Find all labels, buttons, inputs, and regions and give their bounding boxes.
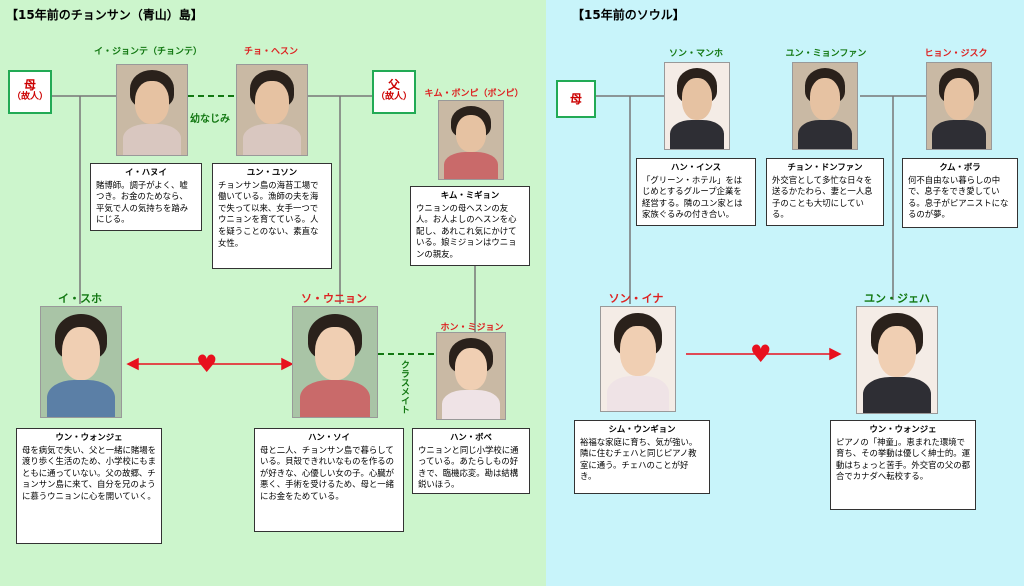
text-myonghwan: 外交官として多忙な日々を送るかたわら、妻と一人息子のことも大切にしている。 [772,174,873,220]
actor-manho: ハン・インス [670,162,722,172]
photo-manho [664,62,730,150]
photo-myonghwan [792,62,858,150]
father-box-left: 父 （故人） [372,70,416,114]
name-manho: ソン・マンホ [668,49,723,59]
text-isuho: 母を病気で失い、父と一緒に賭場を渡り歩く生活のため、小学校にもまともに通っていな… [22,444,156,501]
photo-eunyoung [292,306,378,418]
childhood-friend-label: 幼なじみ [190,114,230,125]
heart-icon-right: ♥ [750,340,772,368]
mother-label-right: 母 [569,92,582,106]
left-section-title: 【15年前のチョンサン（青山）島】 [6,8,203,22]
name-eunyoung: ソ・ウニョン [301,292,367,305]
desc-jisuk: クム・ボラ 何不自由ない暮らしの中で、息子をでき愛している。息子がピアニストにな… [902,158,1018,228]
desc-myonghwan: チョン・ドンファン 外交官として多忙な日々を送るかたわら、妻と一人息子のことも大… [766,158,884,226]
actor-myonghwan: チョン・ドンファン [787,162,863,172]
father-sublabel: （故人） [375,92,412,102]
text-eunyoung: 母と二人、チョンサン島で暮らしている。貝殻できれいなものを作るのが好きな、心優し… [260,444,394,501]
actor-bongpi: キム・ミギョン [440,190,500,200]
name-ina: ソン・イナ [608,292,664,305]
desc-ina: シム・ウンギョン 裕福な家庭に育ち、気が強い。隣に住むチェハと同じピアノ教室に通… [574,420,710,494]
heart-icon: ♥ [196,350,218,378]
mother-label: 母 [23,78,36,92]
name-jeha: ユン・ジェハ [864,292,930,305]
text-mijeong: ウニョンと同じ小学校に通っている。あたらしもの好きで、臨機応変。勘は結構鋭いほう… [418,444,519,490]
name-myonghwan: ユン・ミョンファン [785,49,867,59]
name-jisuk: ヒョン・ジスク [924,49,988,59]
photo-bongpi [438,100,504,180]
actor-jisuk: クム・ボラ [939,162,981,172]
actor-ijongte: イ・ハヌイ [125,167,167,177]
name-hesun: チョ・ヘスン [243,47,298,57]
mother-box-left: 母 （故人） [8,70,52,114]
photo-ijongte [116,64,188,156]
desc-isuho: ウン・ウォンジェ 母を病気で失い、父と一緒に賭場を渡り歩く生活のため、小学校にも… [16,428,162,544]
photo-jeha [856,306,938,414]
text-ina: 裕福な家庭に育ち、気が強い。隣に住むチェハと同じピアノ教室に通う。チェハのことが… [580,436,698,482]
name-bongpi: キム・ボンピ（ボンピ） [424,89,524,99]
desc-jeha: ウン・ウォンジェ ピアノの「神童」。恵まれた環境で育ち、その挙動は優しく紳士的。… [830,420,976,510]
desc-bongpi: キム・ミギョン ウニョンの母ヘスンの友人。お人よしのヘスンを心配し、あれこれ気に… [410,186,530,266]
name-ijongte: イ・ジョンテ（チョンテ） [93,47,202,57]
actor-mijeong: ハン・ボベ [450,432,492,442]
desc-hesun: ユン・ユソン チョンサン島の海苔工場で働いている。漁師の夫を海で失って以来、女手… [212,163,332,269]
right-section-title: 【15年前のソウル】 [572,8,685,22]
photo-jisuk [926,62,992,150]
desc-mijeong: ハン・ボベ ウニョンと同じ小学校に通っている。あたらしもの好きで、臨機応変。勘は… [412,428,530,494]
actor-hesun: ユン・ユソン [246,167,298,177]
mother-sublabel: （故人） [11,92,48,102]
desc-ijongte: イ・ハヌイ 賭博師。調子がよく、嘘つき。お金のためなら、平気で人の気持ちを踏みに… [90,163,202,231]
actor-jeha: ウン・ウォンジェ [869,424,937,434]
photo-ina [600,306,676,412]
actor-ina: シム・ウンギョン [608,424,676,434]
text-hesun: チョンサン島の海苔工場で働いている。漁師の夫を海で失って以来、女手一つでウニョン… [218,179,319,248]
desc-manho: ハン・インス 「グリーン・ホテル」をはじめとするグループ企業を経営する。隣のユン… [636,158,756,226]
actor-isuho: ウン・ウォンジェ [55,432,123,442]
photo-isuho [40,306,122,418]
name-isuho: イ・スホ [58,292,102,305]
father-label: 父 [387,78,400,92]
text-bongpi: ウニョンの母ヘスンの友人。お人よしのヘスンを心配し、あれこれ気にかけている。娘ミ… [416,202,517,259]
classmate-label: クラスメイト [399,360,409,414]
text-jeha: ピアノの「神童」。恵まれた環境で育ち、その挙動は優しく紳士的。運動はちょっと苦手… [836,436,970,482]
text-ijongte: 賭博師。調子がよく、嘘つき。お金のためなら、平気で人の気持ちを踏みにじる。 [96,179,189,225]
photo-mijeong [436,332,506,420]
photo-hesun [236,64,308,156]
name-mijeong: ホン・ミジョン [440,323,504,333]
text-manho: 「グリーン・ホテル」をはじめとするグループ企業を経営する。隣のユン家とは家族ぐる… [642,174,743,220]
mother-box-right: 母 [556,80,596,118]
desc-eunyoung: ハン・ソイ 母と二人、チョンサン島で暮らしている。貝殻できれいなものを作るのが好… [254,428,404,532]
actor-eunyoung: ハン・ソイ [308,432,350,442]
text-jisuk: 何不自由ない暮らしの中で、息子をでき愛している。息子がピアニストになるのが夢。 [908,174,1009,220]
